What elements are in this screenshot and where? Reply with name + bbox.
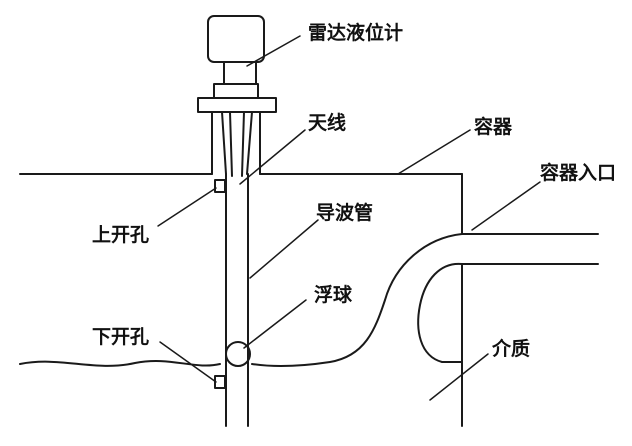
leader-radar	[246, 35, 301, 67]
mounting-flange	[197, 97, 277, 113]
label-waveguide: 导波管	[316, 202, 374, 224]
leader-container	[397, 129, 471, 175]
gauge-neck	[223, 61, 257, 85]
float-ball-shape	[225, 341, 251, 367]
label-float-ball: 浮球	[314, 284, 353, 306]
label-antenna: 天线	[308, 112, 347, 134]
leader-antenna	[239, 129, 306, 185]
label-lower-hole: 下开孔	[92, 326, 150, 348]
inlet-pipe	[251, 233, 599, 367]
leader-lower-hole	[159, 341, 217, 383]
upper-hole-marker	[214, 179, 226, 193]
gauge-housing	[207, 15, 265, 63]
label-container: 容器	[474, 116, 513, 138]
label-upper-hole: 上开孔	[92, 224, 150, 246]
leader-float	[243, 299, 307, 349]
leader-inlet	[471, 181, 541, 231]
leader-waveguide	[249, 219, 319, 279]
liquid-surface	[19, 359, 221, 367]
leader-upper-hole	[157, 187, 217, 227]
leader-medium	[429, 353, 489, 401]
label-medium: 介质	[492, 338, 531, 360]
container-outline	[19, 173, 463, 427]
antenna-assembly	[211, 111, 261, 177]
label-container-inlet: 容器入口	[540, 162, 617, 184]
label-radar-gauge: 雷达液位计	[308, 22, 404, 44]
waveguide-tube	[225, 173, 249, 427]
gauge-connector	[213, 83, 259, 99]
leader-lines	[157, 35, 541, 401]
radar-gauge-head	[197, 15, 277, 113]
